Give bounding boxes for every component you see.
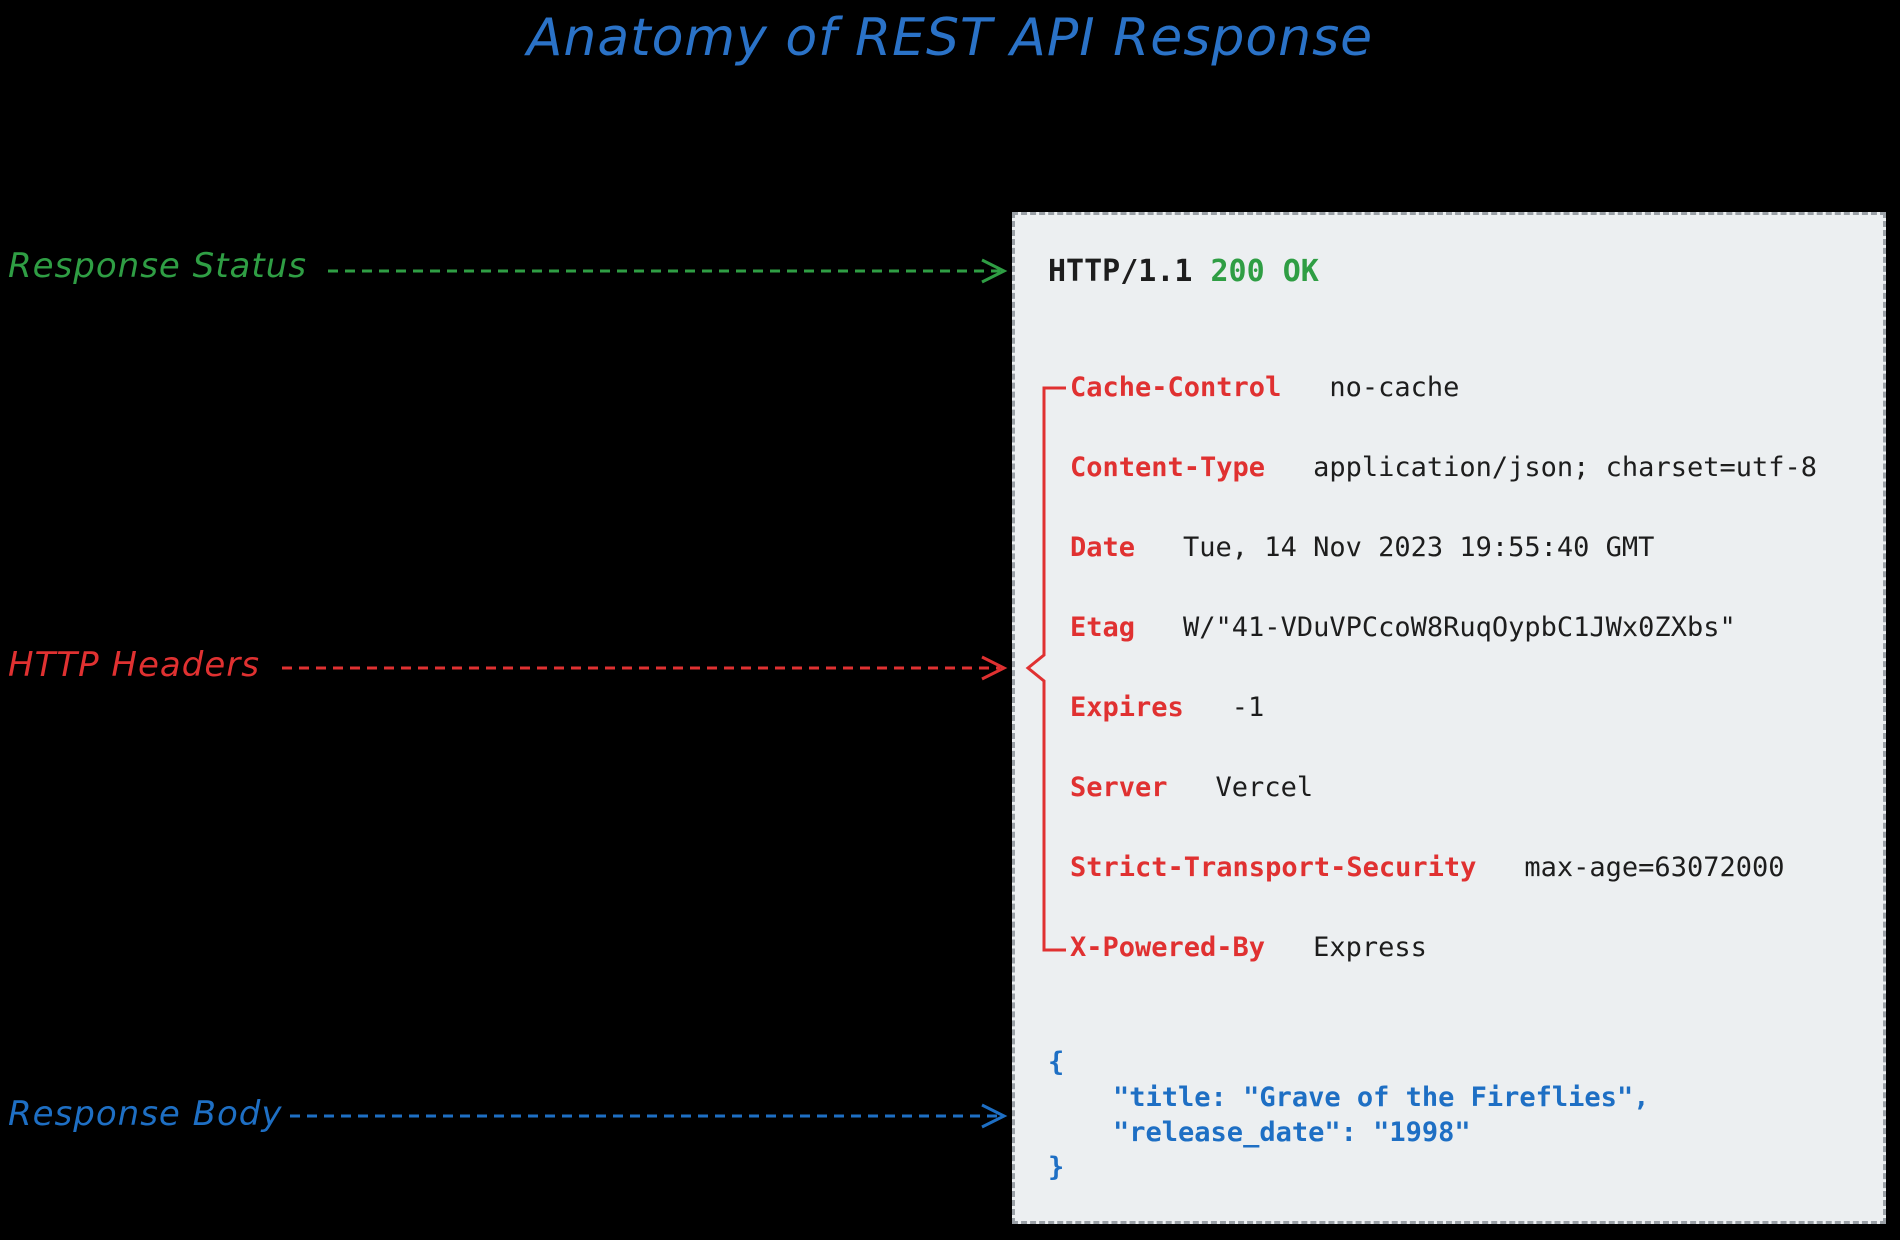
header-row: Expires -1 [1070,692,1264,723]
header-key: Cache-Control [1070,372,1282,403]
header-value: no-cache [1329,372,1460,403]
response-body-json: { "title: "Grave of the Fireflies", "rel… [1048,1045,1649,1185]
header-value: max-age=63072000 [1524,852,1785,883]
body-open-brace: { [1048,1047,1065,1078]
callout-http-headers: HTTP Headers [8,645,260,685]
header-value: Tue, 14 Nov 2023 19:55:40 GMT [1183,532,1655,563]
header-key: X-Powered-By [1070,932,1266,963]
status-line: HTTP/1.1 200 OK [1048,254,1319,289]
header-value: -1 [1231,692,1265,723]
header-key: Content-Type [1070,452,1266,483]
header-row: Cache-Control no-cache [1070,372,1459,403]
header-value: Express [1313,932,1427,963]
headers-arrow [282,655,1008,681]
status-code: 200 OK [1210,254,1319,289]
header-row: Server Vercel [1070,772,1313,803]
header-row: Etag W/"41-VDuVPCcoW8RuqOypbC1JWx0ZXbs" [1070,612,1736,643]
callout-response-status: Response Status [8,246,307,286]
body-close-brace: } [1048,1152,1065,1183]
header-row: X-Powered-By Express [1070,932,1427,963]
body-arrow [290,1103,1008,1129]
header-value: W/"41-VDuVPCcoW8RuqOypbC1JWx0ZXbs" [1183,612,1736,643]
header-key: Server [1070,772,1168,803]
header-row: Content-Type application/json; charset=ut… [1070,452,1817,483]
header-key: Etag [1070,612,1136,643]
callout-response-body: Response Body [8,1094,283,1134]
header-value: application/json; charset=utf-8 [1313,452,1817,483]
header-key: Date [1070,532,1136,563]
response-panel [1012,212,1886,1224]
body-line-release-date: "release_date": "1998" [1048,1117,1471,1148]
body-line-title: "title: "Grave of the Fireflies", [1048,1082,1650,1113]
header-key: Strict-Transport-Security [1070,852,1477,883]
status-protocol: HTTP/1.1 [1048,254,1193,289]
diagram-title: Anatomy of REST API Response [526,8,1374,68]
status-arrow [328,258,1008,284]
header-key: Expires [1070,692,1184,723]
header-row: Strict-Transport-Security max-age=6307200… [1070,852,1784,883]
header-value: Vercel [1215,772,1314,803]
header-row: Date Tue, 14 Nov 2023 19:55:40 GMT [1070,532,1654,563]
